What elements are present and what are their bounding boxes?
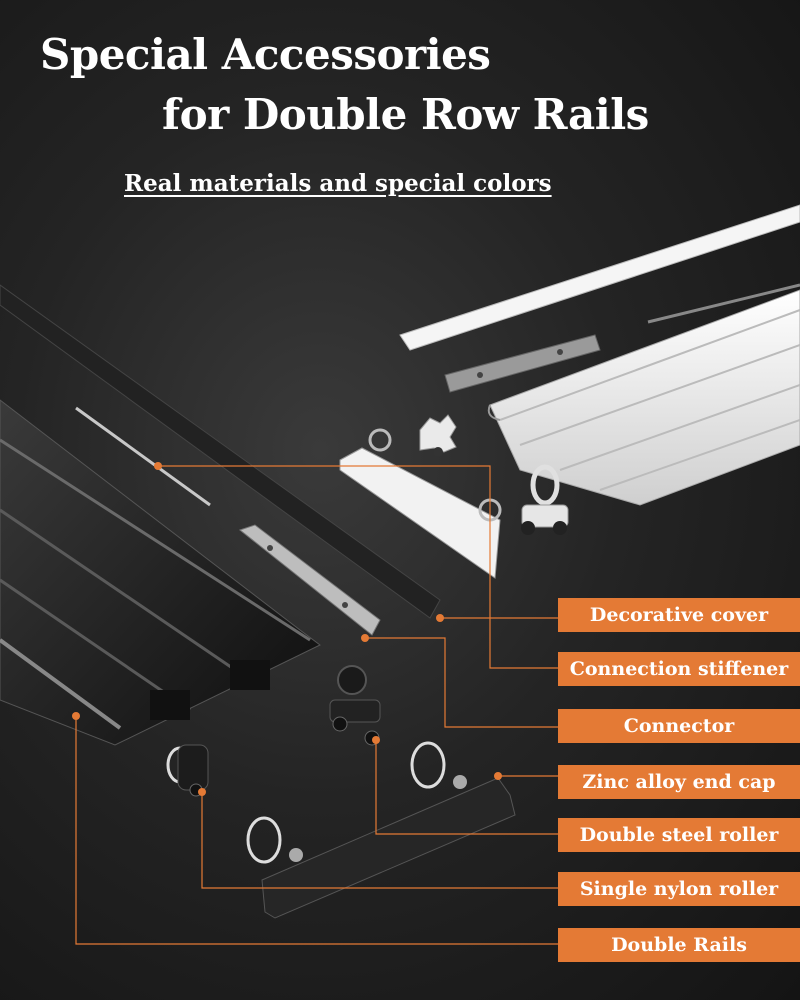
white-double-rail	[487, 289, 800, 506]
leader-single-nylon-roller	[201, 792, 558, 889]
black-double-roller	[329, 665, 381, 746]
white-stiffener-rod	[647, 283, 800, 324]
label-connection-stiffener: Connection stiffener	[558, 652, 800, 686]
leader-connector	[365, 637, 558, 728]
subtitle: Real materials and special colors	[124, 170, 552, 197]
label-double-rails: Double Rails	[558, 928, 800, 962]
label-single-nylon-roller: Single nylon roller	[558, 872, 800, 906]
white-decorative-cover	[399, 204, 800, 351]
black-end-cap	[246, 741, 516, 919]
black-decorative-cover	[0, 284, 441, 619]
white-single-roller	[419, 414, 457, 457]
leader-connection-stiffener	[158, 465, 558, 669]
black-double-rail	[0, 399, 321, 746]
leader-double-steel-roller	[375, 740, 558, 835]
title-line-2: for Double Row Rails	[162, 90, 649, 139]
label-connector: Connector	[558, 709, 800, 743]
leader-lines	[75, 465, 558, 945]
grey-connector-top	[444, 334, 601, 393]
title-line-1: Special Accessories	[40, 30, 491, 79]
silver-connector-bottom	[238, 524, 381, 636]
black-single-roller	[166, 744, 209, 797]
leader-dots	[72, 462, 502, 796]
steel-stiffener-rod	[75, 406, 211, 507]
label-double-steel-roller: Double steel roller	[558, 818, 800, 852]
label-zinc-alloy-end-cap: Zinc alloy end cap	[558, 765, 800, 799]
label-decorative-cover: Decorative cover	[558, 598, 800, 632]
white-double-roller	[521, 464, 569, 535]
leader-double-rails	[75, 716, 558, 945]
